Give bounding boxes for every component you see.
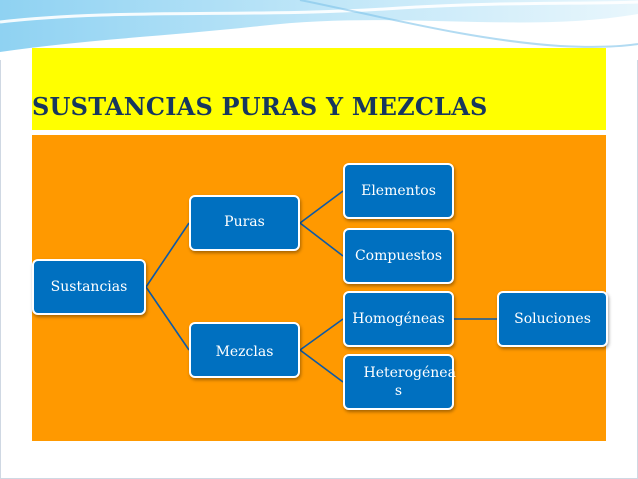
node-elementos-label: Elementos [361, 183, 436, 199]
node-mezclas: Mezclas [189, 322, 300, 378]
node-elementos: Elementos [343, 163, 454, 219]
node-soluciones: Soluciones [497, 291, 608, 347]
node-compuestos: Compuestos [343, 228, 454, 284]
title-band [32, 48, 606, 130]
node-puras: Puras [189, 195, 300, 251]
node-puras-label: Puras [224, 214, 265, 230]
node-sustancias-label: Sustancias [50, 279, 128, 295]
node-homogeneas-label: Homogéneas [352, 311, 445, 327]
node-sustancias: Sustancias [32, 259, 146, 315]
node-compuestos-label: Compuestos [354, 248, 443, 264]
node-mezclas-label: Mezclas [215, 344, 274, 360]
slide-title: SUSTANCIAS PURAS Y MEZCLAS [32, 92, 488, 121]
node-homogeneas: Homogéneas [343, 291, 454, 347]
node-soluciones-label: Soluciones [514, 311, 591, 327]
node-heterogeneas-label: Heterogénea s [363, 365, 456, 399]
node-heterogeneas: Heterogénea s [343, 354, 456, 410]
